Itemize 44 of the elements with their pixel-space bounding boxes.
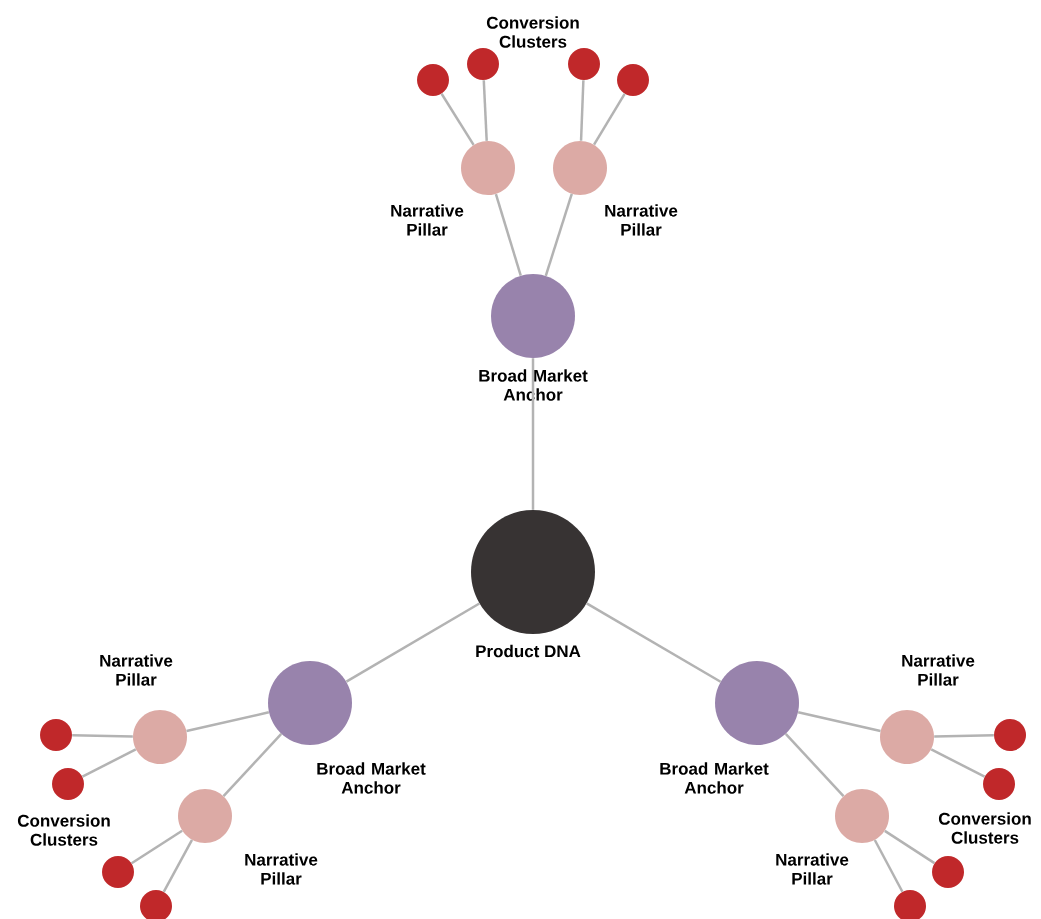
connector-line	[222, 733, 283, 797]
connector-line	[186, 711, 270, 733]
circle-node	[994, 719, 1026, 751]
connector-line	[130, 829, 183, 865]
node-label: Broad Market Anchor	[479, 369, 588, 401]
node-label: Broad Market Anchor	[317, 762, 426, 794]
connector-line	[784, 733, 845, 797]
connector-line	[592, 93, 626, 146]
connector-line	[162, 839, 194, 893]
connector-line	[579, 80, 585, 141]
connector-line	[873, 839, 904, 893]
circle-node	[40, 719, 72, 751]
circle-node	[983, 768, 1015, 800]
connector-line	[345, 602, 480, 683]
connector-line	[930, 748, 986, 778]
connector-line	[81, 748, 137, 778]
connector-line	[531, 358, 535, 510]
node-label: Narrative Pillar	[776, 853, 849, 885]
node-label: Narrative Pillar	[902, 654, 975, 686]
connector-line	[482, 80, 488, 141]
group-label: Conversion Clusters	[938, 812, 1031, 844]
connector-line	[494, 193, 522, 276]
node-label: Narrative Pillar	[391, 204, 464, 236]
connector-line	[884, 829, 936, 865]
node-label: Narrative Pillar	[100, 654, 173, 686]
connector-line	[72, 734, 133, 738]
connector-line	[934, 734, 994, 738]
connector-line	[586, 602, 722, 683]
circle-node	[568, 48, 600, 80]
circle-node	[417, 64, 449, 96]
circle-node	[617, 64, 649, 96]
circle-node	[102, 856, 134, 888]
circle-node	[52, 768, 84, 800]
connector-line	[440, 93, 475, 146]
node-label: Narrative Pillar	[245, 853, 318, 885]
connector-line	[544, 193, 573, 277]
group-label: Conversion Clusters	[17, 814, 110, 846]
circle-node	[467, 48, 499, 80]
node-label: Broad Market Anchor	[660, 762, 769, 794]
node-label: Narrative Pillar	[605, 204, 678, 236]
connector-line	[797, 711, 881, 733]
group-label: Conversion Clusters	[486, 16, 579, 48]
node-label: Product DNA	[476, 644, 581, 658]
circle-node	[932, 856, 964, 888]
